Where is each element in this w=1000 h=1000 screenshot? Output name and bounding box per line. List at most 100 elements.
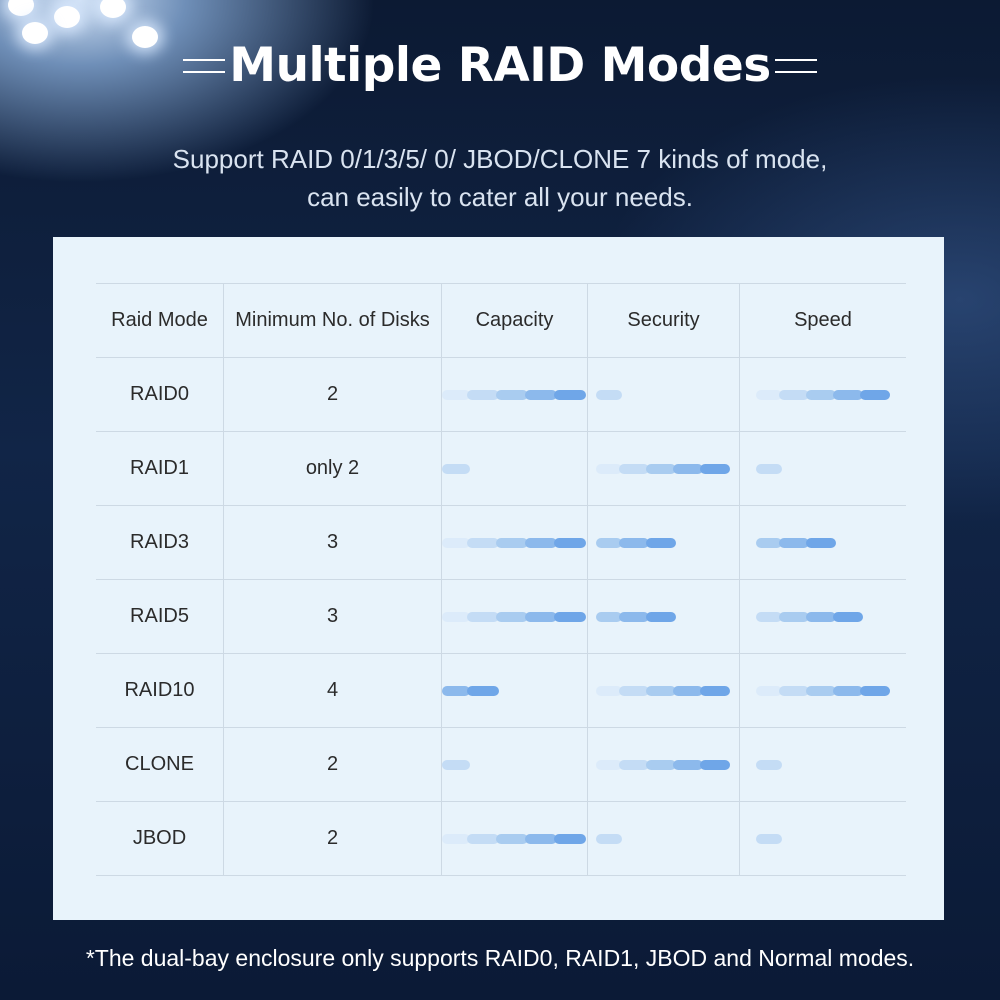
security-level-segment [596, 759, 622, 770]
capacity-level-segment [496, 833, 528, 844]
raid-mode-cell: RAID10 [96, 653, 224, 728]
security-level-cell [587, 579, 740, 654]
security-level-segment [596, 611, 622, 622]
speed-level-segment [755, 833, 782, 844]
speed-level-segment [805, 537, 836, 548]
speed-level-segment [778, 685, 809, 696]
subtitle-line-2: can easily to cater all your needs. [307, 182, 693, 212]
page-title: Multiple RAID Modes [0, 38, 1000, 93]
capacity-level-segment [496, 611, 528, 622]
speed-level-bar [755, 833, 891, 844]
header-raid-mode: Raid Mode [96, 283, 224, 358]
header-security: Security [587, 283, 740, 358]
speed-level-segment [755, 685, 782, 696]
footnote: *The dual-bay enclosure only supports RA… [85, 945, 915, 971]
raid-mode-cell: RAID0 [96, 357, 224, 432]
capacity-level-cell [441, 357, 588, 432]
speed-level-cell [739, 431, 906, 506]
capacity-level-segment [554, 537, 586, 548]
capacity-level-segment [554, 611, 586, 622]
capacity-level-bar [442, 611, 587, 622]
security-level-segment [646, 463, 676, 474]
raid-mode-cell: RAID5 [96, 579, 224, 654]
header-min-disks: Minimum No. of Disks [223, 283, 442, 358]
security-level-segment [646, 537, 676, 548]
raid-comparison-table: Raid Mode Minimum No. of Disks Capacity … [96, 283, 906, 876]
header-speed: Speed [739, 283, 906, 358]
security-level-bar [596, 685, 731, 696]
security-level-segment [596, 463, 622, 474]
speed-level-bar [755, 463, 891, 474]
speed-level-segment [778, 389, 809, 400]
page-title-text: Multiple RAID Modes [229, 38, 771, 93]
capacity-level-bar [442, 759, 587, 770]
security-level-bar [596, 537, 731, 548]
title-right-decoration [774, 58, 817, 73]
security-level-segment [646, 759, 676, 770]
capacity-level-segment [525, 389, 557, 400]
min-disks-cell: 3 [223, 579, 442, 654]
security-level-segment [673, 685, 703, 696]
speed-level-cell [739, 357, 906, 432]
speed-level-segment [755, 389, 782, 400]
min-disks-cell: 3 [223, 505, 442, 580]
speed-level-segment [778, 611, 809, 622]
capacity-level-segment [467, 685, 499, 696]
security-level-segment [673, 759, 703, 770]
capacity-level-segment [467, 833, 499, 844]
security-level-segment [646, 611, 676, 622]
capacity-level-cell [441, 653, 588, 728]
capacity-level-bar [442, 685, 587, 696]
security-level-cell [587, 727, 740, 802]
security-level-segment [596, 833, 622, 844]
stadium-lights [0, 0, 200, 60]
min-disks-cell: 2 [223, 801, 442, 876]
raid-mode-cell: RAID1 [96, 431, 224, 506]
capacity-level-bar [442, 537, 587, 548]
raid-comparison-card: Raid Mode Minimum No. of Disks Capacity … [53, 237, 944, 920]
speed-level-cell [739, 727, 906, 802]
security-level-cell [587, 505, 740, 580]
security-level-segment [700, 463, 730, 474]
security-level-cell [587, 653, 740, 728]
security-level-segment [619, 685, 649, 696]
security-level-cell [587, 357, 740, 432]
speed-level-cell [739, 505, 906, 580]
min-disks-cell: only 2 [223, 431, 442, 506]
security-level-segment [619, 759, 649, 770]
security-level-segment [673, 463, 703, 474]
table-header-row: Raid Mode Minimum No. of Disks Capacity … [96, 283, 906, 358]
capacity-level-bar [442, 463, 587, 474]
speed-level-bar [755, 685, 891, 696]
capacity-level-segment [442, 611, 470, 622]
speed-level-segment [859, 389, 890, 400]
speed-level-cell [739, 579, 906, 654]
capacity-level-segment [554, 833, 586, 844]
speed-level-cell [739, 801, 906, 876]
security-level-bar [596, 389, 731, 400]
security-level-bar [596, 833, 731, 844]
security-level-bar [596, 759, 731, 770]
security-level-segment [700, 759, 730, 770]
security-level-bar [596, 611, 731, 622]
security-level-bar [596, 463, 731, 474]
capacity-level-segment [442, 759, 470, 770]
speed-level-segment [805, 611, 836, 622]
speed-level-segment [859, 685, 890, 696]
capacity-level-segment [496, 537, 528, 548]
capacity-level-segment [467, 611, 499, 622]
min-disks-cell: 2 [223, 357, 442, 432]
subtitle-line-1: Support RAID 0/1/3/5/ 0/ JBOD/CLONE 7 ki… [172, 144, 828, 174]
capacity-level-segment [525, 611, 557, 622]
security-level-segment [700, 685, 730, 696]
speed-level-segment [832, 611, 863, 622]
speed-level-segment [805, 389, 836, 400]
min-disks-cell: 2 [223, 727, 442, 802]
capacity-level-segment [525, 833, 557, 844]
raid-mode-cell: RAID3 [96, 505, 224, 580]
